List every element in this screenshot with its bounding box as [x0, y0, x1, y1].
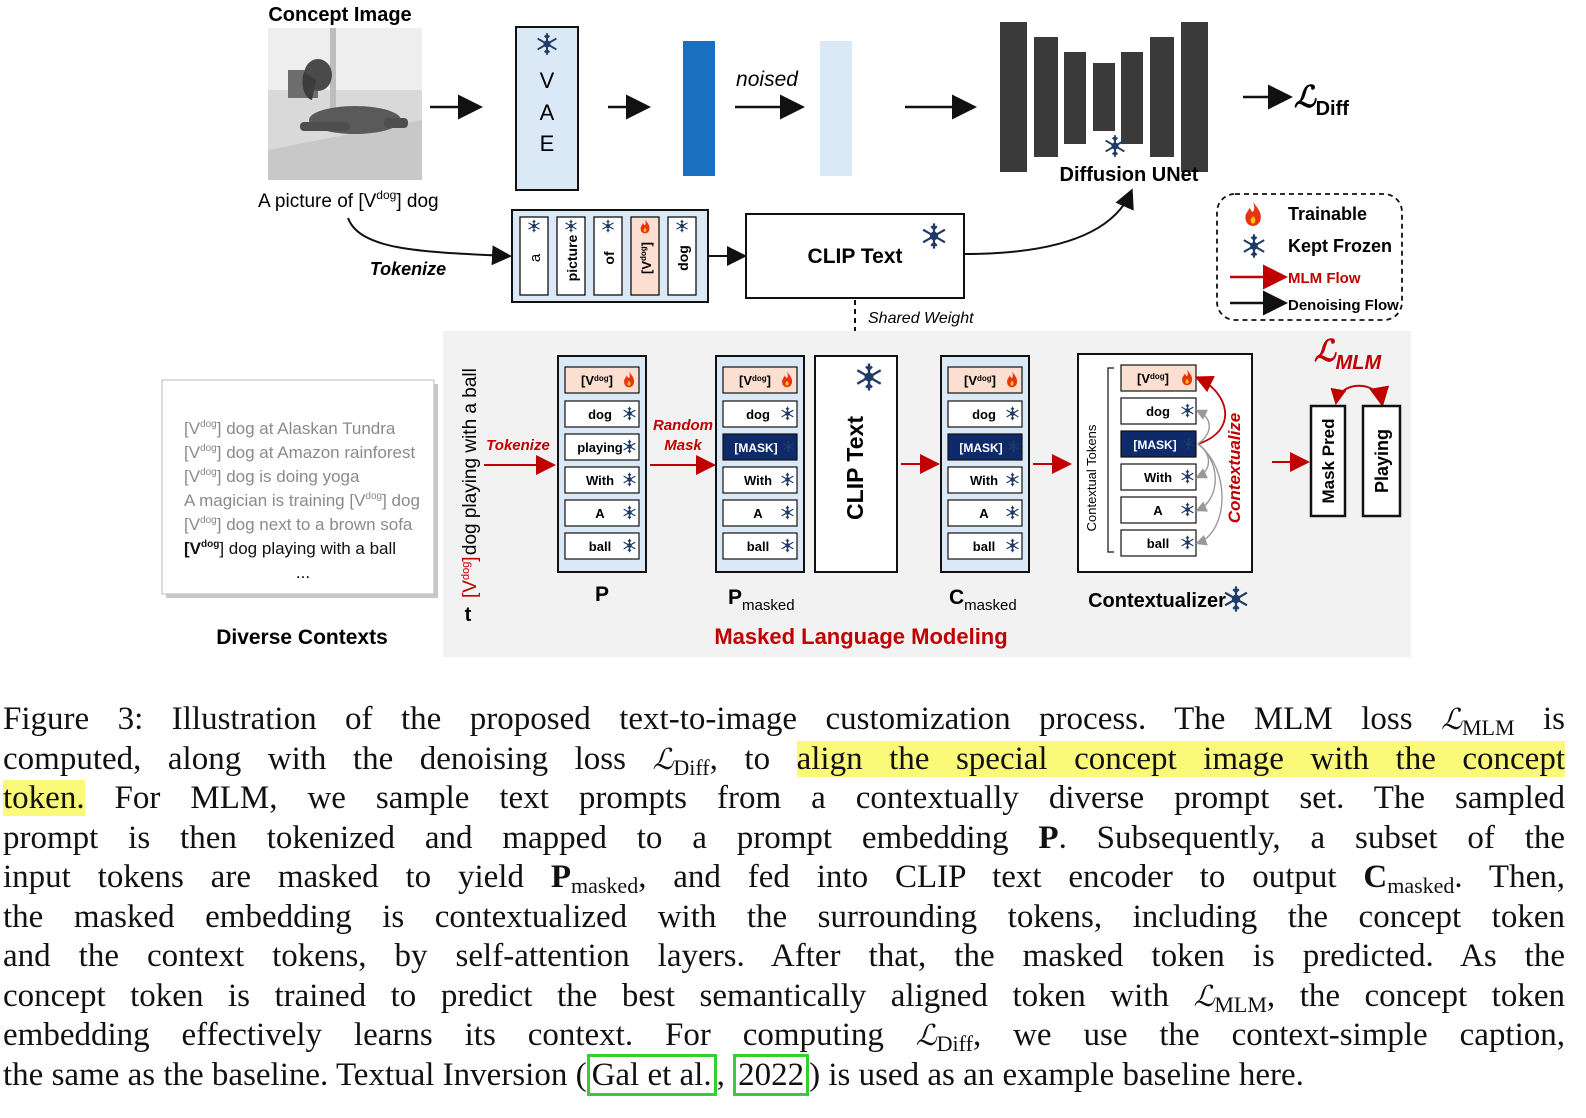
clip-text-encoder: CLIP Text	[745, 213, 965, 299]
token-strip: a picture of [Vdog] dog	[511, 209, 709, 303]
concept-caption: A picture of [Vdog] dog	[258, 188, 439, 212]
caption-line: the same as the baseline. Textual Invers…	[3, 1053, 1565, 1096]
svg-text:a: a	[527, 253, 544, 262]
playing-box: Playing	[1361, 404, 1402, 518]
svg-text:[Vdog]: [Vdog]	[964, 373, 996, 388]
loss-diff: ℒDiff	[1294, 81, 1349, 120]
svg-text:[Vdog] dog at Amazon rainfores: [Vdog] dog at Amazon rainforest	[184, 443, 415, 462]
legend: Trainable Kept Frozen MLM Flow Denoising…	[1216, 193, 1403, 321]
svg-text:dog: dog	[972, 407, 996, 422]
caption-line: concept token is trained to predict the …	[3, 977, 1565, 1017]
svg-text:[Vdog] dog next to a brown sof: [Vdog] dog next to a brown sofa	[184, 515, 413, 534]
svg-text:[Vdog] dog playing with a ball: [Vdog] dog playing with a ball	[184, 539, 396, 558]
caption-line: the masked embedding is contextualized w…	[3, 898, 1565, 935]
svg-text:A magician is training [Vdog]: A magician is training [Vdog] dog	[184, 491, 420, 510]
svg-text:CLIP Text: CLIP Text	[842, 416, 868, 520]
svg-text:Playing: Playing	[1372, 429, 1392, 493]
svg-text:A: A	[540, 100, 555, 125]
caption-line: input tokens are masked to yield Pmasked…	[3, 859, 1565, 898]
diverse-contexts-label: Diverse Contexts	[216, 626, 388, 649]
latent-bar	[683, 41, 715, 176]
svg-text:[Vdog] dog is doing yoga: [Vdog] dog is doing yoga	[184, 467, 360, 486]
svg-text:of: of	[601, 251, 617, 265]
svg-text:...: ...	[296, 563, 310, 582]
svg-text:[MASK]: [MASK]	[1133, 438, 1176, 452]
svg-text:CLIP Text: CLIP Text	[808, 245, 903, 268]
vae-block: V A E	[515, 26, 579, 191]
svg-text:[MASK]: [MASK]	[959, 441, 1002, 455]
svg-text:ball: ball	[747, 539, 769, 554]
caption-line: token. For MLM, we sample text prompts f…	[3, 780, 1565, 816]
svg-text:Mask Pred: Mask Pred	[1319, 418, 1338, 503]
caption-line: embedding effectively learns its context…	[3, 1017, 1565, 1056]
svg-text:ball: ball	[973, 539, 995, 554]
masked-output-c: [Vdog] dog [MASK] With A ball	[940, 355, 1030, 573]
svg-text:[Vdog]: [Vdog]	[581, 373, 613, 388]
svg-text:dog: dog	[675, 245, 691, 271]
figure-caption: Figure 3: Illustration of the proposed t…	[3, 700, 1566, 1096]
tokenize-label-2: Tokenize	[486, 437, 550, 454]
citation-link-author[interactable]: Gal et al.	[586, 1053, 717, 1096]
caption-line: Figure 3: Illustration of the proposed t…	[3, 701, 1565, 740]
t-label: t	[465, 604, 472, 626]
svg-text:[Vdog] dog at Alaskan Tundra: [Vdog] dog at Alaskan Tundra	[184, 419, 396, 438]
shared-weight-label: Shared Weight	[868, 310, 974, 327]
mlm-title: Masked Language Modeling	[714, 624, 1007, 649]
svg-text:[MASK]: [MASK]	[734, 441, 777, 455]
diverse-contexts-box: [Vdog] dog at Alaskan Tundra [Vdog] dog …	[161, 379, 438, 598]
svg-text:Contextual Tokens: Contextual Tokens	[1084, 424, 1099, 531]
dog-photo	[268, 28, 422, 180]
p-label: P	[595, 583, 609, 606]
svg-text:playing: playing	[577, 440, 623, 455]
svg-text:MLM Flow: MLM Flow	[1288, 270, 1361, 287]
tokenize-label: Tokenize	[370, 259, 446, 279]
svg-text:V: V	[540, 68, 555, 93]
svg-text:A: A	[979, 506, 989, 521]
svg-text:ball: ball	[589, 539, 611, 554]
svg-text:E: E	[540, 131, 555, 156]
svg-text:dog: dog	[588, 407, 612, 422]
svg-text:[Vdog]: [Vdog]	[639, 242, 654, 274]
svg-text:With: With	[744, 473, 772, 488]
svg-text:dog: dog	[746, 407, 770, 422]
unet-label: Diffusion UNet	[1060, 164, 1199, 186]
svg-text:With: With	[1144, 470, 1172, 485]
masked-embedding-p: [Vdog] dog [MASK] With A ball	[715, 355, 805, 573]
contextualizer-label: Contextualizer	[1088, 590, 1226, 612]
svg-text:A: A	[1153, 503, 1163, 518]
p-masked-label: Pmasked	[728, 586, 795, 614]
contextualizer: Contextual Tokens [Vdog] dog [MASK] With…	[1077, 353, 1253, 573]
svg-text:With: With	[970, 473, 998, 488]
highlight: align the special concept image with the…	[796, 740, 1566, 777]
caption-line: and the context tokens, by self-attentio…	[3, 938, 1565, 974]
svg-text:dog: dog	[1146, 404, 1170, 419]
svg-text:picture: picture	[564, 234, 580, 281]
noised-latent-bar	[820, 41, 852, 176]
svg-text:Trainable: Trainable	[1288, 204, 1367, 224]
vertical-prompt: [Vdog] dog playing with a ball	[460, 368, 481, 598]
citation-link-year[interactable]: 2022	[733, 1053, 810, 1096]
svg-text:Kept Frozen: Kept Frozen	[1288, 236, 1392, 256]
diffusion-unet	[1000, 22, 1208, 172]
method-figure: Concept Image A picture of [Vdog] dog V …	[161, 4, 1411, 657]
svg-text:[Vdog]: [Vdog]	[739, 373, 771, 388]
svg-text:[Vdog]: [Vdog]	[1137, 371, 1169, 386]
noised-label: noised	[736, 68, 799, 91]
concept-image-label: Concept Image	[268, 4, 411, 26]
svg-text:ball: ball	[1147, 536, 1169, 551]
caption-line: computed, along with the denoising loss …	[3, 740, 1566, 780]
svg-text:Denoising Flow: Denoising Flow	[1288, 297, 1399, 314]
mask-pred-box: Mask Pred	[1309, 404, 1347, 518]
c-masked-label: Cmasked	[949, 586, 1017, 614]
caption-line: prompt is then tokenized and mapped to a…	[3, 819, 1566, 856]
svg-text:Contextualize: Contextualize	[1225, 413, 1244, 524]
svg-text:A: A	[595, 506, 605, 521]
clip-text-vertical: CLIP Text	[814, 355, 898, 573]
svg-text:With: With	[586, 473, 614, 488]
prompt-embedding-p: [Vdog] dog playing With A ball	[557, 355, 647, 573]
loss-mlm: ℒMLM	[1314, 335, 1382, 374]
highlight: token.	[3, 780, 85, 816]
svg-text:A: A	[753, 506, 763, 521]
